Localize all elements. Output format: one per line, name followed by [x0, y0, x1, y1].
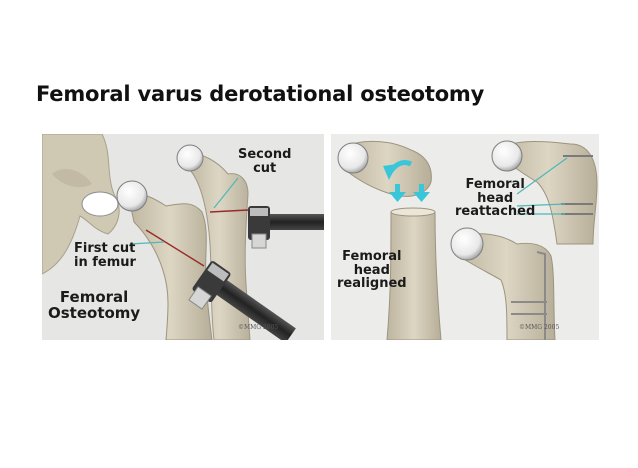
label-femoral-head-reattached: Femoral head reattached [455, 177, 536, 220]
pelvis-bone [42, 134, 120, 275]
osteotomy-drawing [42, 134, 324, 340]
femoral-head-front [116, 180, 148, 212]
copyright-right: ©MMG 2005 [519, 324, 560, 331]
fixation-screws [561, 155, 593, 215]
second-cut-line [209, 209, 249, 213]
copyright-left: ©MMG 2005 [238, 324, 279, 331]
chisel-lower [188, 261, 296, 340]
femur-front [127, 193, 213, 340]
femoral-head-bottom [450, 227, 484, 261]
femoral-head-top [337, 142, 369, 174]
femur-reattached-top [498, 141, 598, 245]
chisel-upper [248, 206, 324, 249]
fixation-plate [511, 251, 547, 340]
first-cut-line [145, 229, 205, 267]
down-arrows [389, 184, 430, 202]
label-femoral-head-realigned: Femoral head realigned [337, 249, 407, 292]
reattachment-illustration: Femoral head reattached Femoral head rea… [331, 134, 599, 340]
femoral-head-reattached [491, 140, 523, 172]
femoral-head-back [176, 144, 204, 172]
femur-shaft-lower [386, 211, 442, 340]
label-femoral-osteotomy: Femoral Osteotomy [48, 288, 141, 322]
label-first-cut: First cut in femur [74, 241, 136, 270]
slide-title: Femoral varus derotational osteotomy [36, 82, 485, 106]
label-second-cut: Second cut [238, 147, 292, 176]
reattachment-drawing [337, 140, 598, 340]
osteotomy-illustration: Second cut First cut in femur Femoral Os… [42, 134, 324, 340]
